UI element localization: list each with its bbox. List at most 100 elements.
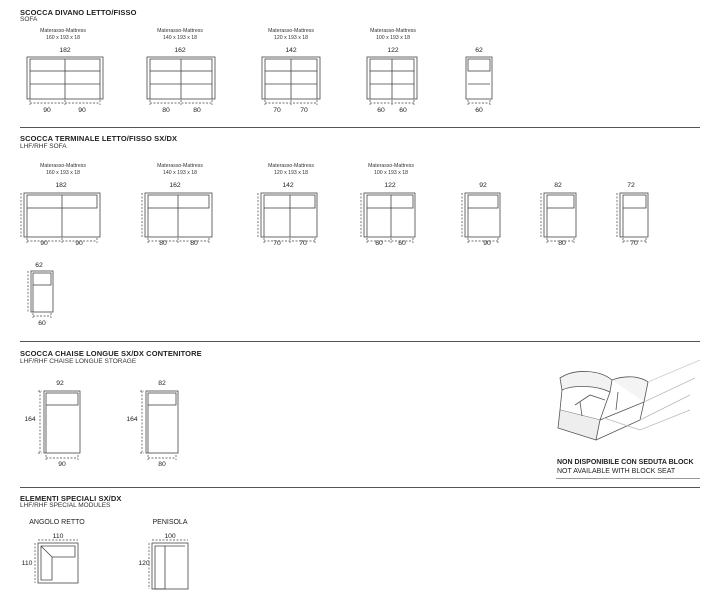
section-special-title: ELEMENTI SPECIALI SX/DX bbox=[20, 494, 122, 503]
section-chaise-subtitle: LHF/RHF CHAISE LONGUE STORAGE bbox=[20, 358, 137, 365]
storage-chaise-illustration bbox=[557, 359, 701, 441]
section-terminal-subtitle: LHF/RHF SOFA bbox=[20, 143, 67, 150]
dim-seat: 80 bbox=[162, 107, 170, 114]
mattress-label: Materasso-Mattress bbox=[268, 163, 314, 169]
notice-english: NOT AVAILABLE WITH BLOCK SEAT bbox=[557, 468, 676, 475]
mattress-label: Materasso-Mattress bbox=[157, 28, 203, 34]
dim-seat: 70 bbox=[273, 240, 281, 247]
dim-seat: 90 bbox=[75, 240, 83, 247]
mattress-label: Materasso-Mattress bbox=[40, 163, 86, 169]
dim-width: 72 bbox=[627, 182, 635, 189]
dim-seat: 70 bbox=[299, 240, 307, 247]
dim-depth: 120 bbox=[138, 560, 150, 567]
dim-seat: 60 bbox=[399, 107, 407, 114]
corner-module-drawing bbox=[37, 542, 79, 584]
mattress-size: 160 x 193 x 18 bbox=[45, 170, 81, 176]
dim-seat: 90 bbox=[483, 240, 491, 247]
mattress-size: 100 x 193 x 18 bbox=[375, 35, 411, 41]
sofa-182-drawing bbox=[26, 56, 104, 100]
mattress-note-160: Materasso-Mattress 160 x 193 x 18 bbox=[28, 163, 98, 177]
terminal-62-drawing bbox=[30, 270, 54, 313]
terminal-182-drawing bbox=[23, 192, 101, 238]
dim-seat: 90 bbox=[43, 107, 51, 114]
section-chaise-title: SCOCCA CHAISE LONGUE SX/DX CONTENITORE bbox=[20, 349, 202, 358]
dim-seat: 60 bbox=[398, 240, 406, 247]
dim-width: 182 bbox=[55, 182, 67, 189]
chaise-92-drawing bbox=[43, 390, 81, 454]
dim-seat: 60 bbox=[377, 107, 385, 114]
dim-width: 162 bbox=[174, 47, 186, 54]
mattress-label: Materasso-Mattress bbox=[370, 28, 416, 34]
dim-seat: 80 bbox=[190, 240, 198, 247]
dim-width: 62 bbox=[475, 47, 483, 54]
mattress-label: Materasso-Mattress bbox=[368, 163, 414, 169]
dim-seat: 90 bbox=[78, 107, 86, 114]
dim-width: 142 bbox=[282, 182, 294, 189]
dim-seat: 70 bbox=[273, 107, 281, 114]
dim-seat: 80 bbox=[193, 107, 201, 114]
dim-width: 162 bbox=[169, 182, 181, 189]
mattress-label: Materasso-Mattress bbox=[40, 28, 86, 34]
chaise-82-drawing bbox=[145, 390, 179, 454]
mattress-label: Materasso-Mattress bbox=[268, 28, 314, 34]
mattress-label: Materasso-Mattress bbox=[157, 163, 203, 169]
sofa-62-drawing bbox=[465, 56, 493, 100]
dim-seat: 60 bbox=[375, 240, 383, 247]
section-terminal-title: SCOCCA TERMINALE LETTO/FISSO SX/DX bbox=[20, 134, 178, 143]
dim-width: 62 bbox=[35, 262, 43, 269]
mattress-size: 100 x 193 x 18 bbox=[373, 170, 409, 176]
dim-width: 122 bbox=[387, 47, 399, 54]
mattress-size: 120 x 193 x 18 bbox=[273, 170, 309, 176]
terminal-142-drawing bbox=[260, 192, 318, 238]
terminal-82-drawing bbox=[543, 192, 577, 238]
dim-length: 164 bbox=[24, 416, 36, 423]
dim-width: 110 bbox=[52, 533, 64, 540]
terminal-162-drawing bbox=[144, 192, 213, 238]
sofa-122-drawing bbox=[366, 56, 418, 100]
section-sofa-subtitle: SOFA bbox=[20, 16, 38, 23]
dim-seat: 90 bbox=[40, 240, 48, 247]
dim-width: 92 bbox=[479, 182, 487, 189]
sofa-142-drawing bbox=[261, 56, 321, 100]
sofa-162-drawing bbox=[146, 56, 216, 100]
dim-seat: 80 bbox=[558, 240, 566, 247]
peninsula-module-drawing bbox=[151, 542, 189, 590]
mattress-note-120: Materasso-Mattress 120 x 193 x 18 bbox=[256, 163, 326, 177]
special-penisola-label: PENISOLA bbox=[152, 519, 188, 526]
dim-width: 142 bbox=[285, 47, 297, 54]
notice-italian: NON DISPONIBILE CON SEDUTA BLOCK bbox=[557, 459, 694, 466]
mattress-note-140: Materasso-Mattress 140 x 193 x 18 bbox=[145, 28, 215, 42]
divider bbox=[20, 127, 700, 128]
terminal-92-drawing bbox=[464, 192, 501, 238]
dim-seat: 90 bbox=[58, 461, 66, 468]
mattress-note-100: Materasso-Mattress 100 x 193 x 18 bbox=[356, 163, 426, 177]
terminal-72-drawing bbox=[619, 192, 649, 238]
dim-seat: 80 bbox=[158, 461, 166, 468]
mattress-note-100: Materasso-Mattress 100 x 193 x 18 bbox=[358, 28, 428, 42]
section-special-subtitle: LHF/RHF SPECIAL MODULES bbox=[20, 502, 111, 509]
mattress-note-160: Materasso-Mattress 160 x 193 x 18 bbox=[28, 28, 98, 42]
mattress-size: 140 x 193 x 18 bbox=[162, 170, 198, 176]
dim-seat: 70 bbox=[300, 107, 308, 114]
mattress-note-120: Materasso-Mattress 120 x 193 x 18 bbox=[256, 28, 326, 42]
dim-seat: 70 bbox=[630, 240, 638, 247]
divider bbox=[20, 341, 700, 342]
divider bbox=[20, 487, 700, 488]
mattress-note-140: Materasso-Mattress 140 x 193 x 18 bbox=[145, 163, 215, 177]
dim-width: 92 bbox=[56, 380, 64, 387]
dim-width: 182 bbox=[59, 47, 71, 54]
mattress-size: 140 x 193 x 18 bbox=[162, 35, 198, 41]
dim-width: 82 bbox=[158, 380, 166, 387]
special-angolo-label: ANGOLO RETTO bbox=[29, 519, 85, 526]
notice-underline bbox=[556, 478, 700, 479]
mattress-size: 120 x 193 x 18 bbox=[273, 35, 309, 41]
dim-seat: 60 bbox=[475, 107, 483, 114]
section-sofa-title: SCOCCA DIVANO LETTO/FISSO bbox=[20, 8, 137, 17]
dim-depth: 110 bbox=[21, 560, 33, 567]
terminal-122-drawing bbox=[363, 192, 416, 238]
dim-width: 82 bbox=[554, 182, 562, 189]
